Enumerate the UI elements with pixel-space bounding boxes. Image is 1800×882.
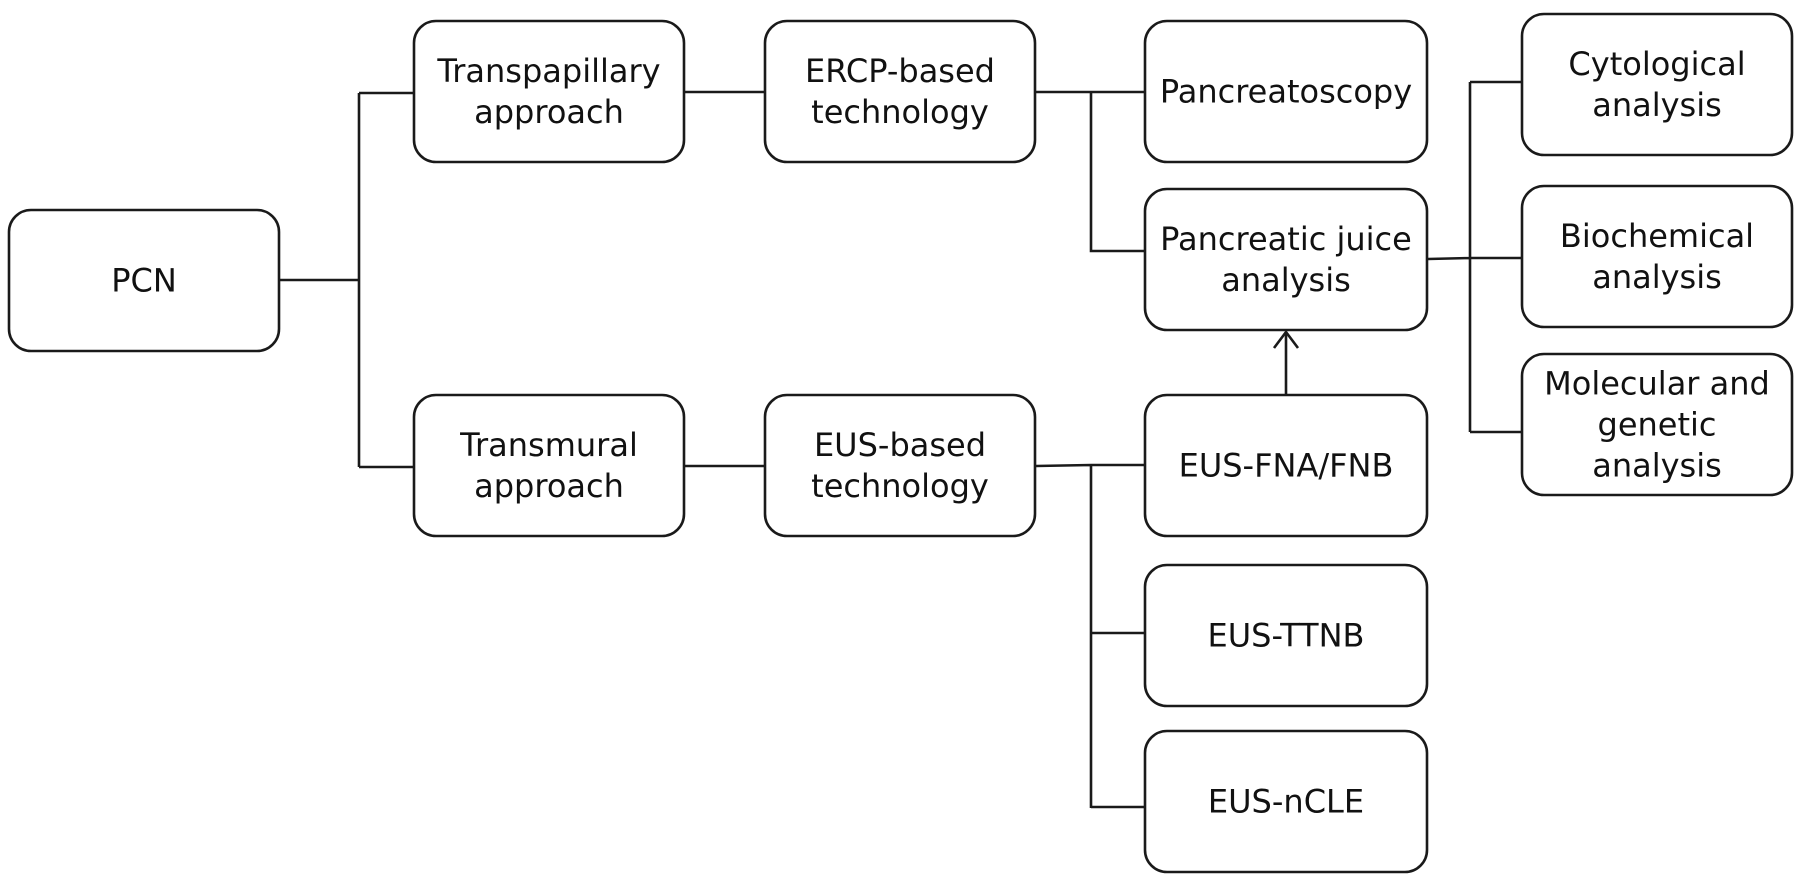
- edge-pcn-approaches: [280, 91, 414, 469]
- node-box-juice: [1143, 187, 1429, 332]
- node-fna: EUS-FNA/FNB: [1143, 393, 1429, 538]
- node-label-ncle: EUS-nCLE: [1208, 783, 1364, 821]
- node-box-transmural: [412, 393, 686, 538]
- node-ncle: EUS-nCLE: [1143, 729, 1429, 874]
- node-box-biochemical: [1520, 184, 1794, 329]
- node-box-fna: [1143, 393, 1429, 538]
- node-label-pcn: PCN: [111, 262, 177, 300]
- node-pcn: PCN: [7, 208, 281, 353]
- node-pancreatoscopy: Pancreatoscopy: [1143, 19, 1429, 164]
- node-ttnb: EUS-TTNB: [1143, 563, 1429, 708]
- arrowhead-juice: [1272, 329, 1300, 349]
- edge-ercp-branches: [1036, 90, 1145, 253]
- node-box-pancreatoscopy: [1143, 19, 1429, 164]
- node-box-ttnb: [1143, 563, 1429, 708]
- node-box-ercp: [763, 19, 1037, 164]
- node-box-ncle: [1143, 729, 1429, 874]
- edge-juice-analyses: [1427, 80, 1522, 434]
- node-label-ttnb: EUS-TTNB: [1208, 617, 1365, 655]
- node-box-molecular: [1520, 352, 1794, 497]
- node-box-transpapillary: [412, 19, 686, 164]
- node-box-pcn: [7, 208, 281, 353]
- node-label-fna: EUS-FNA/FNB: [1179, 447, 1394, 485]
- connectors: [280, 80, 1522, 809]
- edge-eus-branches: [1035, 463, 1145, 809]
- node-box-cytological: [1520, 12, 1794, 157]
- node-label-pancreatoscopy: Pancreatoscopy: [1160, 73, 1412, 111]
- node-box-eus: [763, 393, 1037, 538]
